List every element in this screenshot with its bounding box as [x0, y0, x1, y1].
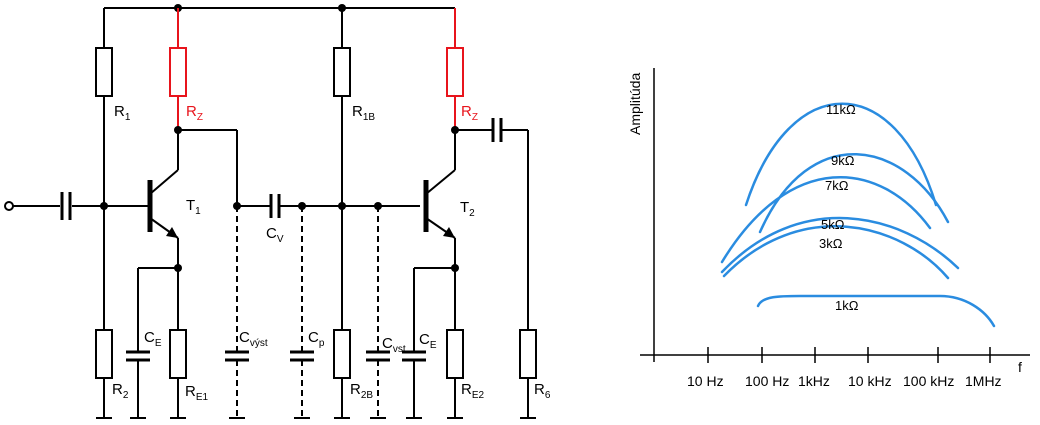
curve-5k	[720, 216, 960, 274]
node-dot	[100, 202, 108, 210]
x-tick-label: 10 Hz	[687, 373, 724, 389]
collector-resistor-rz2	[446, 47, 464, 97]
curve-label: 11kΩ	[826, 102, 856, 117]
label-ce2: CE	[419, 331, 437, 351]
label-r1: R1	[114, 103, 131, 123]
label-ce1: CE	[144, 329, 162, 349]
resistor-r2b	[333, 329, 351, 379]
resistor-r6	[519, 329, 537, 379]
label-rz1: RZ	[186, 103, 203, 123]
curve-1k	[756, 294, 996, 328]
input-terminal	[4, 201, 14, 211]
x-tick-label: 1MHz	[965, 373, 1002, 389]
resistor-r1b	[333, 47, 351, 97]
resistor-r1	[95, 47, 113, 97]
label-cp: Cp	[308, 329, 325, 349]
label-r2: R2	[112, 381, 129, 401]
x-axis-ticks	[707, 347, 991, 363]
label-re2: RE2	[461, 381, 485, 401]
emitter-arrow	[443, 227, 455, 238]
label-cvyst: Cvýst	[239, 329, 268, 349]
x-tick-label: 1kHz	[798, 373, 830, 389]
x-axis-label: f	[1018, 359, 1022, 375]
curve-label: 1kΩ	[835, 298, 859, 313]
amplifier-circuit	[4, 4, 537, 419]
curve-label: 3kΩ	[819, 236, 843, 251]
y-axis-label: Amplitúda	[627, 73, 643, 135]
resistor-re1	[169, 329, 187, 379]
frequency-response-graph: Amplitúda f 10 Hz 100 Hz 1kHz 10 kHz 100…	[627, 68, 1030, 389]
label-t1: T1	[186, 197, 201, 217]
response-curves	[720, 102, 996, 328]
resistor-re2	[446, 329, 464, 379]
label-r2b: R2B	[350, 381, 373, 401]
curve-label: 7kΩ	[825, 178, 849, 193]
label-cvst: Cvst	[382, 335, 406, 355]
x-tick-label: 100 kHz	[903, 373, 954, 389]
curve-label: 9kΩ	[831, 153, 855, 168]
x-tick-label: 100 Hz	[745, 373, 789, 389]
label-r6: R6	[534, 381, 551, 401]
curve-7k	[720, 176, 932, 264]
curve-label: 5kΩ	[821, 217, 845, 232]
x-tick-label: 10 kHz	[848, 373, 892, 389]
label-t2: T2	[460, 199, 475, 219]
curve-11k	[744, 102, 938, 207]
collector-resistor-rz1	[169, 47, 187, 97]
transistor-t1-collector	[149, 169, 179, 195]
label-cv: CV	[266, 225, 284, 245]
resistor-r2	[95, 329, 113, 379]
transistor-t2-collector	[425, 169, 456, 195]
label-re1: RE1	[185, 383, 209, 403]
node-dot	[338, 202, 346, 210]
emitter-arrow	[166, 227, 178, 238]
label-r1b: R1B	[352, 103, 375, 123]
curve-3k	[722, 225, 950, 280]
circuit-labels: R1 RZ R1B RZ T1 T2 CV CE Cvýst Cp Cvst C…	[112, 103, 551, 403]
label-rz2: RZ	[461, 103, 478, 123]
